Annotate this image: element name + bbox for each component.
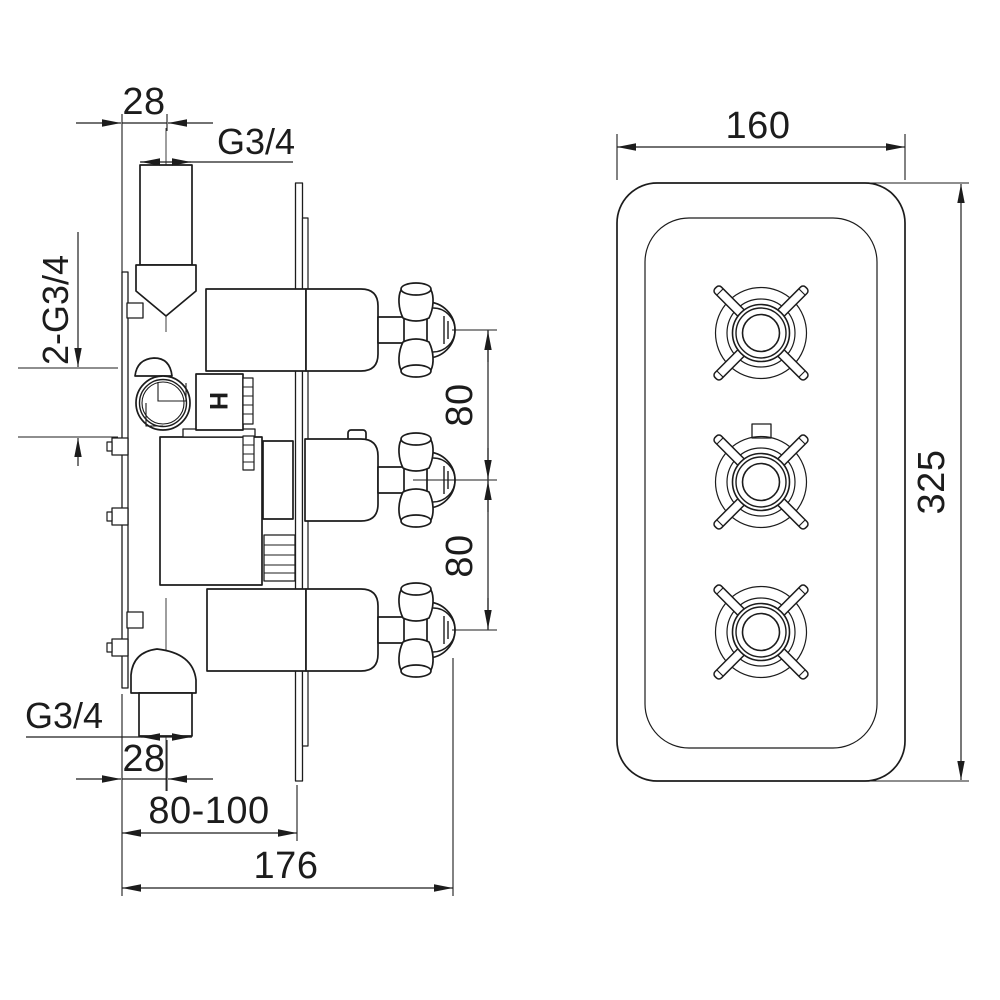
handle-lobe-upper-cap (400, 582, 432, 596)
mounting-rail (121, 271, 129, 689)
dim-80-lower-label: 80 (439, 534, 481, 577)
handle-lobe-lower (398, 338, 434, 371)
handle-stem (377, 466, 405, 494)
handle-lobe-lower (398, 638, 434, 671)
escutcheon-circle (714, 435, 808, 529)
handle-lobe-upper (398, 589, 434, 622)
knob-ring (735, 307, 787, 359)
front-handle-top (713, 285, 809, 381)
flange-circle (726, 597, 796, 667)
dim-g34-top-label: G3/4 (217, 121, 295, 162)
front-handle-bottom (713, 584, 809, 680)
cartridge-block (206, 588, 307, 672)
wall-plate-side (294, 182, 304, 782)
knob-outer (731, 602, 791, 662)
rail-bolt-1 (111, 437, 129, 456)
dim-176-label: 176 (254, 845, 319, 887)
handle-lobe-lower (398, 488, 434, 521)
cartridge-row-middle (262, 429, 456, 528)
bottom-outlet-bell (130, 648, 197, 694)
cartridge-block (205, 288, 307, 372)
thermostat-thread-ribs (242, 377, 255, 471)
dim-2g34-label: 2-G3/4 (35, 255, 76, 365)
bottom-outlet-pipe (138, 692, 193, 737)
knob-center (741, 612, 781, 652)
handle-lobe-lower-cap (400, 664, 432, 678)
handle-lobe-upper (398, 439, 434, 472)
flange-circle (726, 298, 796, 368)
handle-stem (377, 616, 405, 644)
knob-center (741, 462, 781, 502)
dimensions: 28 G3/4 2-G3/4 80 80 G3/4 28 80-100 (18, 81, 969, 896)
handle-stem (377, 316, 405, 344)
knob-outer (731, 452, 791, 512)
knob-center (741, 313, 781, 353)
temp-stop-tab (751, 423, 772, 439)
rail-bolt-2 (111, 507, 129, 526)
dim-160-label: 160 (726, 105, 791, 147)
hot-marking-label: H (204, 392, 232, 410)
side-port-inner (141, 381, 185, 425)
faceplate-recess (644, 217, 878, 749)
side-view: H (106, 128, 456, 791)
cartridge-row-bottom (206, 582, 456, 678)
knob-outer (731, 303, 791, 363)
knob-ring (735, 606, 787, 658)
knob-ring (735, 456, 787, 508)
port-boss-top (134, 357, 173, 377)
dim-28-top-label: 28 (122, 81, 165, 123)
front-handle-middle (713, 423, 809, 530)
front-view (616, 182, 906, 782)
dim-80-100-label: 80-100 (148, 790, 269, 832)
side-port-notch (145, 382, 187, 427)
handle-lobe-upper-cap (400, 432, 432, 446)
escutcheon-circle (714, 585, 808, 679)
dim-80-upper-label: 80 (439, 383, 481, 426)
top-inlet-pipe (139, 164, 193, 266)
handle-lobe-lower-cap (400, 514, 432, 528)
handle-lobe-upper-cap (400, 282, 432, 296)
rail-bolt-1b (106, 441, 113, 452)
rail-bolt-3 (111, 638, 129, 657)
escutcheon (304, 438, 379, 522)
dim-28-bottom-label: 28 (122, 738, 165, 780)
dim-g34-bottom-label: G3/4 (25, 695, 103, 736)
escutcheon (305, 288, 379, 372)
handle-lobe-lower-cap (400, 364, 432, 378)
escutcheon (305, 588, 379, 672)
lower-thread-ribs (264, 544, 295, 574)
thermostat-housing (195, 373, 244, 431)
cartridge-block (262, 440, 294, 520)
dim-325-label: 325 (911, 450, 953, 515)
top-union-nut (135, 264, 197, 317)
escutcheon-circle (714, 286, 808, 380)
handle-lobe-upper (398, 289, 434, 322)
rail-tab-bottom (126, 611, 144, 629)
lower-thread-section (263, 534, 296, 582)
rail-bolt-2b (106, 511, 113, 522)
flange-circle (726, 447, 796, 517)
cartridge-row-top (205, 282, 456, 378)
rail-tab-top (126, 302, 144, 319)
rail-bolt-3b (106, 642, 113, 653)
side-port-outer (135, 375, 191, 431)
